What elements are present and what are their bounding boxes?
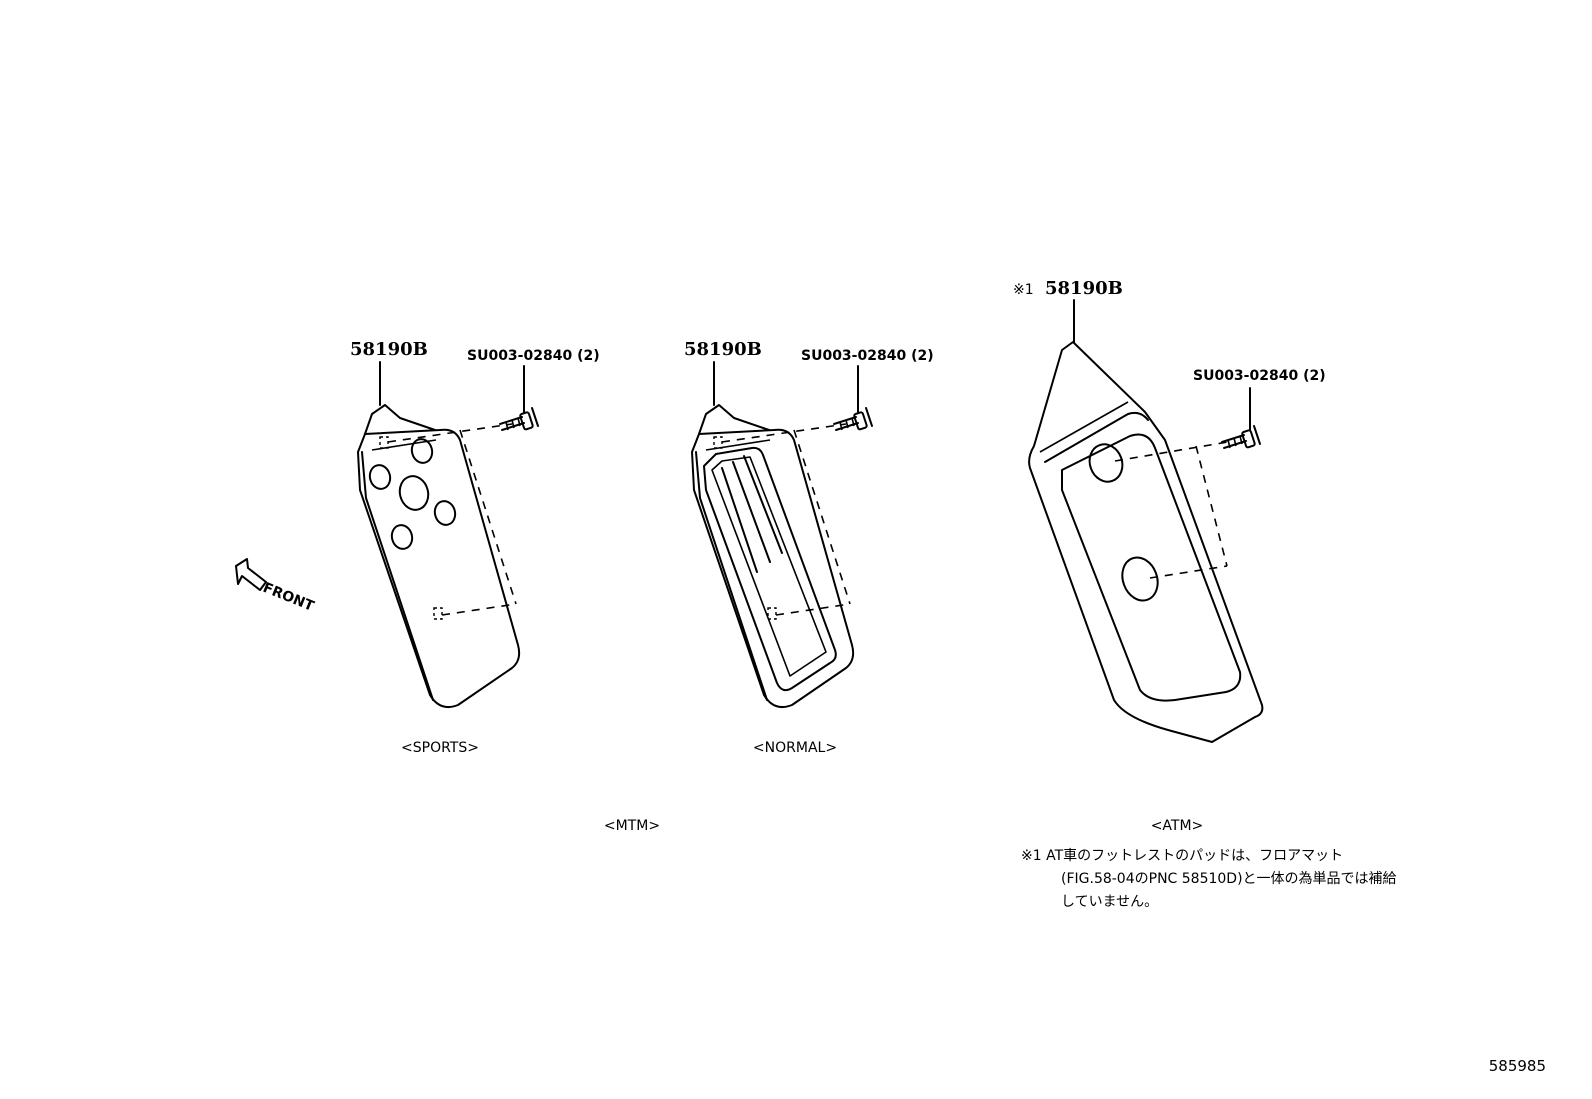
sports-part-number: 58190B xyxy=(350,339,428,360)
sports-variant-label: <SPORTS> xyxy=(401,740,479,756)
figure-id: 585985 xyxy=(1489,1057,1546,1075)
footnote-line-1: ※1 AT車のフットレストのパッドは、フロアマット xyxy=(1021,847,1343,864)
normal-bolt-number: SU003-02840 (2) xyxy=(801,348,934,364)
normal-variant-label: <NORMAL> xyxy=(753,740,837,756)
sports-bolt-icon xyxy=(499,407,539,431)
atm-bolt-icon xyxy=(1221,425,1261,449)
atm-bolt-number: SU003-02840 (2) xyxy=(1193,368,1326,384)
normal-bolt-icon xyxy=(833,407,873,431)
sports-pedal-pad xyxy=(357,404,521,708)
front-arrow-icon xyxy=(235,558,267,591)
atm-note-mark: ※1 xyxy=(1013,282,1034,298)
atm-part-number: 58190B xyxy=(1045,278,1123,299)
front-label: FRONT xyxy=(261,580,317,615)
normal-part-number: 58190B xyxy=(684,339,762,360)
footnote-line-3: していません。 xyxy=(1061,894,1158,910)
atm-footrest-pad xyxy=(1028,341,1264,743)
atm-group-label: <ATM> xyxy=(1151,818,1204,834)
footnote-line-2: (FIG.58-04のPNC 58510D)と一体の為単品では補給 xyxy=(1061,871,1397,887)
sports-bolt-install-lines xyxy=(387,423,517,616)
normal-pedal-pad xyxy=(691,404,855,708)
sports-bolt-number: SU003-02840 (2) xyxy=(467,348,600,364)
normal-bolt-install-lines xyxy=(721,423,851,616)
mtm-group-label: <MTM> xyxy=(604,818,660,834)
atm-bolt-install-lines xyxy=(1114,441,1229,579)
